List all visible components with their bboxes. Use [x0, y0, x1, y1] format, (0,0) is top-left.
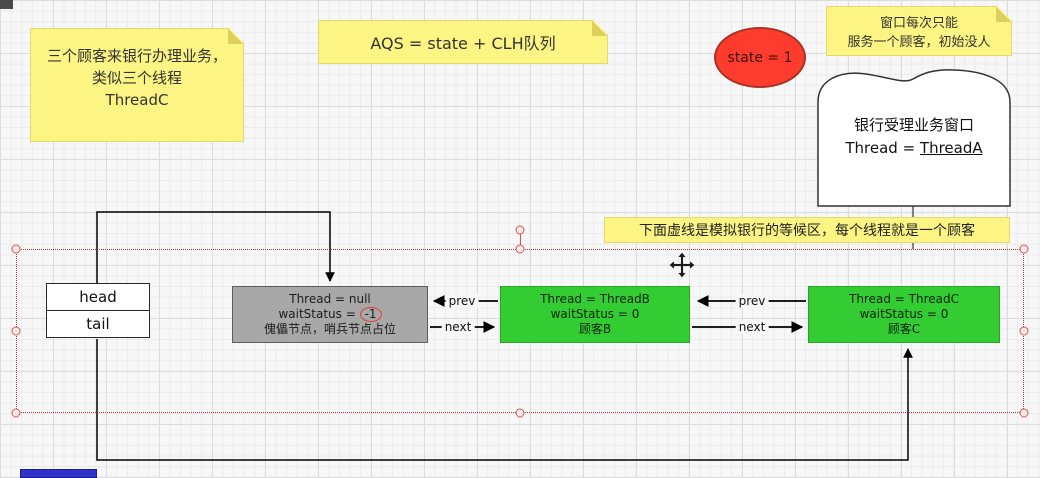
selection-handle[interactable]	[11, 326, 21, 336]
queue-node-sentinel[interactable]: Thread = null waitStatus = -1 傀儡节点，哨兵节点占…	[232, 286, 428, 343]
note-fold-icon	[996, 7, 1011, 22]
sticky-note-aqs[interactable]: AQS = state + CLH队列	[318, 20, 608, 64]
node-caption: 傀儡节点，哨兵节点占位	[263, 322, 396, 336]
bank-window-title: 银行受理业务窗口	[853, 116, 974, 134]
note-line: ThreadC	[105, 91, 169, 109]
sticky-note-customers[interactable]: 三个顾客来银行办理业务， 类似三个线程 ThreadC	[30, 28, 244, 142]
bank-window-thread-line: Thread = ThreadA	[822, 137, 1006, 160]
selection-handle[interactable]	[1019, 408, 1029, 418]
thread-prefix: Thread =	[845, 139, 920, 157]
pointer-table-head-cell[interactable]: head	[47, 284, 149, 311]
selection-handle[interactable]	[11, 408, 21, 418]
queue-node-b[interactable]: Thread = ThreadB waitStatus = 0 顾客B	[500, 286, 690, 343]
blue-partial-shape[interactable]	[20, 469, 97, 478]
waitstatus-prefix: waitStatus =	[278, 307, 360, 321]
thread-name: ThreadA	[919, 139, 983, 157]
note-fold-icon	[228, 29, 243, 44]
node-waitstatus-line: waitStatus = 0	[550, 307, 640, 321]
state-badge[interactable]: state = 1	[714, 27, 806, 88]
bank-window-label: 银行受理业务窗口 Thread = ThreadA	[822, 114, 1006, 160]
selection-handle[interactable]	[515, 244, 525, 254]
banner-text: 下面虚线是模拟银行的等候区，每个线程就是一个顾客	[639, 223, 975, 239]
rotation-handle[interactable]	[515, 225, 525, 235]
edge-label-prev: prev	[445, 294, 479, 308]
note-line: 窗口每次只能	[879, 16, 958, 31]
selection-handle[interactable]	[515, 408, 525, 418]
queue-node-c[interactable]: Thread = ThreadC waitStatus = 0 顾客C	[808, 286, 1000, 343]
sticky-note-window-rule[interactable]: 窗口每次只能 服务一个顾客，初始没人	[826, 6, 1012, 56]
node-caption: 顾客C	[887, 322, 921, 336]
note-text: AQS = state + CLH队列	[370, 34, 556, 53]
selection-handle[interactable]	[1019, 244, 1029, 254]
note-line: 三个顾客来银行办理业务，	[46, 47, 227, 65]
waiting-area-banner[interactable]: 下面虚线是模拟银行的等候区，每个线程就是一个顾客	[604, 217, 1010, 243]
edge-label-next: next	[735, 320, 769, 334]
node-waitstatus-line: waitStatus = 0	[859, 307, 949, 321]
edge-label-prev: prev	[735, 294, 769, 308]
note-line: 服务一个顾客，初始没人	[847, 35, 991, 50]
waitstatus-circled-value: -1	[359, 307, 382, 322]
selection-handle[interactable]	[11, 244, 21, 254]
node-thread-line: Thread = null	[289, 292, 371, 306]
move-cursor-icon[interactable]	[669, 252, 695, 278]
node-waitstatus-line: waitStatus = -1	[278, 307, 382, 322]
canvas-corner-artifact	[0, 0, 13, 9]
state-badge-label: state = 1	[727, 49, 793, 66]
node-caption: 顾客B	[578, 322, 612, 336]
note-line: 类似三个线程	[91, 69, 182, 87]
pointer-table-tail-cell[interactable]: tail	[86, 315, 110, 333]
rotation-handle-stem	[520, 233, 521, 249]
edge-label-next: next	[441, 320, 475, 334]
note-fold-icon	[592, 21, 607, 36]
selection-rectangle[interactable]	[16, 249, 1024, 413]
node-thread-line: Thread = ThreadC	[849, 292, 959, 306]
selection-handle[interactable]	[1019, 326, 1029, 336]
pointer-table[interactable]: head tail	[46, 283, 150, 338]
node-thread-line: Thread = ThreadB	[540, 292, 650, 306]
